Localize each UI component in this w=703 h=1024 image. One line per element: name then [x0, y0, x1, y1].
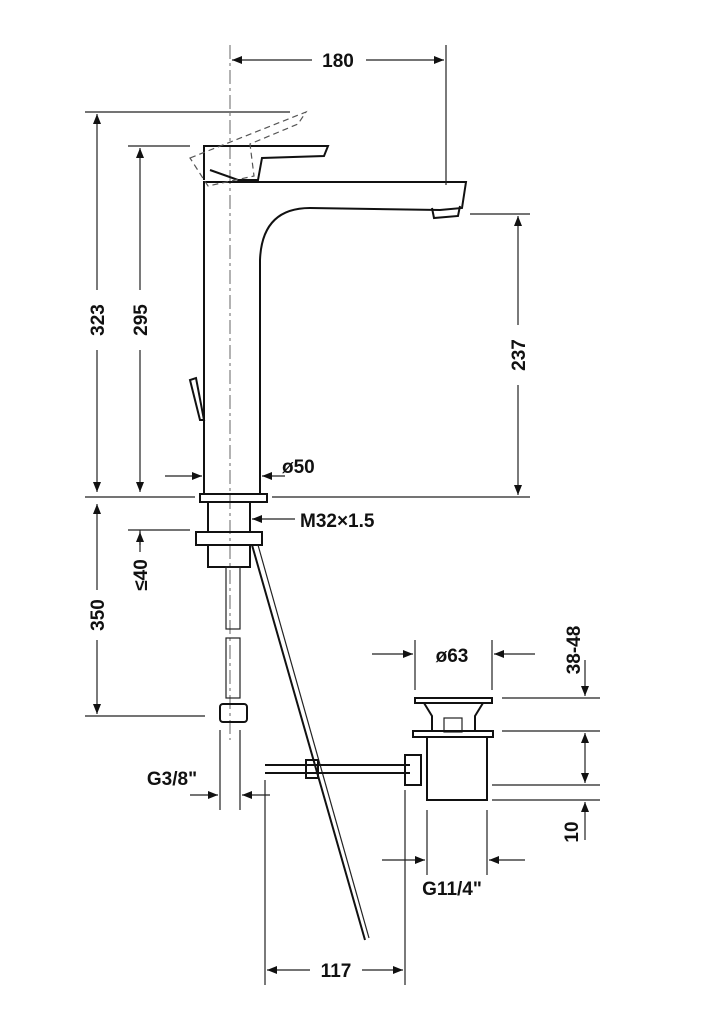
dim-waste-diameter: ø63	[436, 646, 469, 667]
dim-rod-offset: 117	[321, 961, 352, 982]
dim-deck-thickness: ≤40	[131, 559, 152, 591]
dim-handle-height: 295	[131, 304, 152, 336]
dim-total-height: 323	[88, 304, 109, 336]
dim-thread: M32×1.5	[300, 511, 375, 532]
dim-waste-offset: 10	[562, 821, 583, 842]
dim-spout-height: 237	[509, 339, 530, 371]
dim-hose-length: 350	[88, 599, 109, 631]
faucet-body	[188, 45, 468, 941]
waste-valve	[265, 697, 494, 801]
dim-waste-thread: G11/4"	[422, 879, 482, 900]
dim-waste-range: 38-48	[564, 626, 585, 675]
dim-hose-connection: G3/8"	[147, 769, 197, 790]
dim-spout-reach: 180	[322, 51, 354, 72]
dimension-lines	[85, 45, 600, 985]
dim-body-diameter: ø50	[282, 457, 315, 478]
